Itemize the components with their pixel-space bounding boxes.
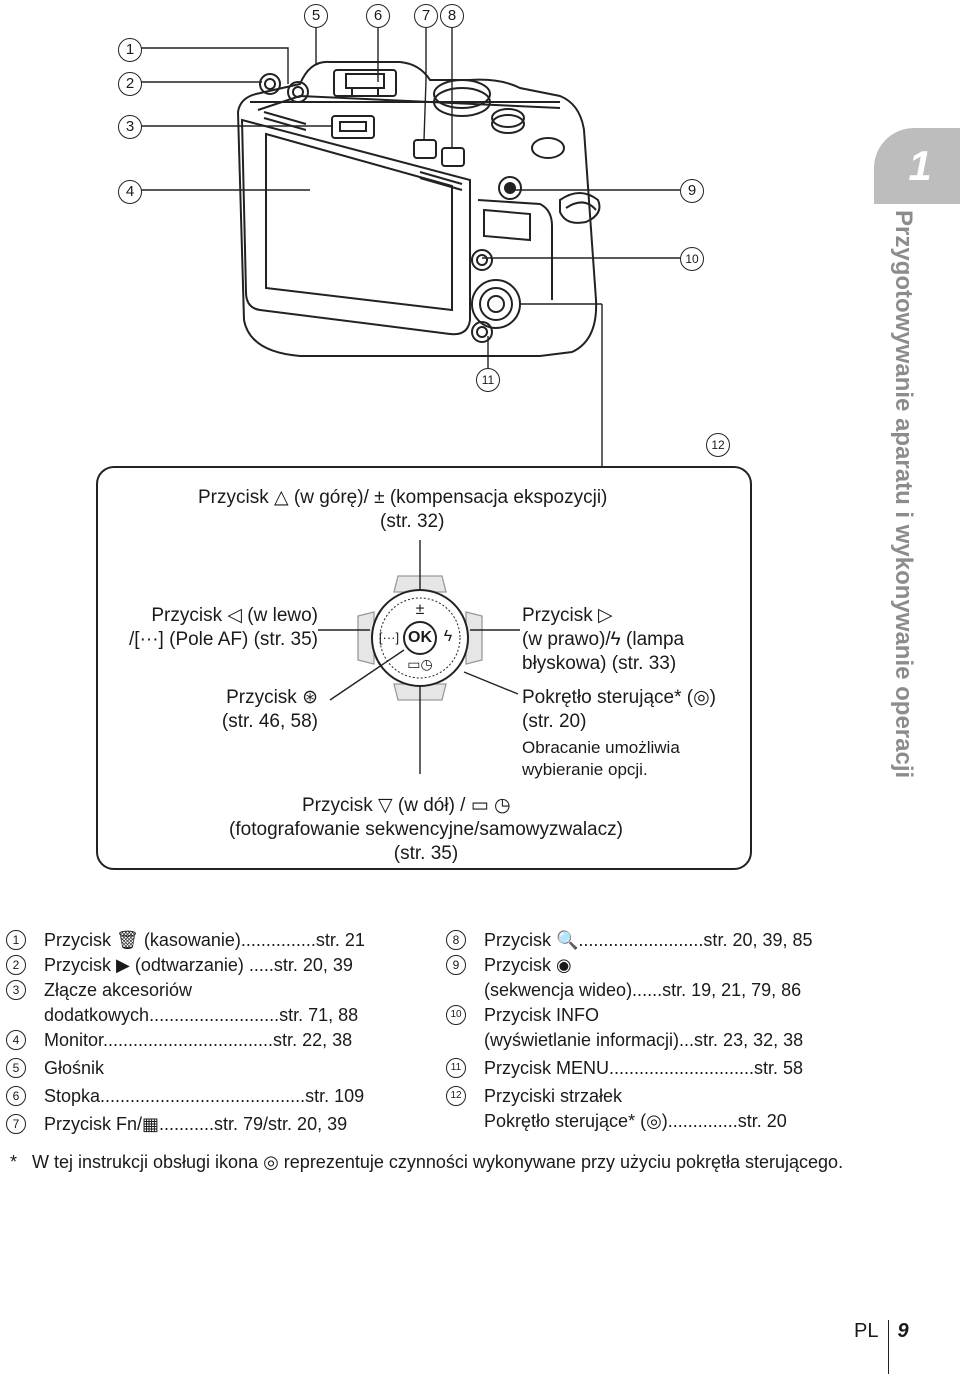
language-code: PL xyxy=(854,1320,890,1374)
legend-num: 4 xyxy=(6,1030,26,1050)
legend-num: 9 xyxy=(446,955,466,975)
left-button-text-2: /[···] (Pole AF) (str. 35) xyxy=(129,629,318,650)
footnote: * W tej instrukcji obsługi ikona ◎ repre… xyxy=(10,1150,890,1175)
legend-item-10: 10 Przycisk INFO xyxy=(446,1003,866,1028)
legend-num: 1 xyxy=(6,930,26,950)
legend-text: Przycisk ◉ xyxy=(484,955,572,975)
legend-item-1: 1 Przycisk 🗑 (kasowanie)...............st… xyxy=(6,928,426,953)
legend-item-10-cont: (wyświetlanie informacji)...str. 23, 32,… xyxy=(484,1030,804,1050)
legend-item-11: 11 Przycisk MENU.........................… xyxy=(446,1056,866,1081)
control-dial-text-1: Pokrętło sterujące* (◎) xyxy=(522,687,716,708)
legend-text: Monitor.................................… xyxy=(44,1030,353,1050)
legend-text: Głośnik xyxy=(44,1058,105,1078)
legend-item-6: 6 Stopka.................................… xyxy=(6,1084,426,1109)
callout-5: 5 xyxy=(304,4,328,28)
control-dial-note-1: Obracanie umożliwia xyxy=(522,738,680,757)
legend-text: Przycisk INFO xyxy=(484,1005,599,1025)
legend-item-4: 4 Monitor................................… xyxy=(6,1028,426,1053)
right-button-text-3: błyskowa) (str. 33) xyxy=(522,653,677,674)
legend-item-3-cont: dodatkowych..........................str… xyxy=(44,1005,359,1025)
callout-3: 3 xyxy=(118,115,142,139)
legend-num: 8 xyxy=(446,930,466,950)
legend-num: 6 xyxy=(6,1086,26,1106)
legend-item-9-cont: (sekwencja wideo)......str. 19, 21, 79, … xyxy=(484,980,802,1000)
ok-button-text-2: (str. 46, 58) xyxy=(221,711,318,732)
callout-9: 9 xyxy=(680,179,704,203)
footnote-text: W tej instrukcji obsługi ikona ◎ repreze… xyxy=(32,1152,844,1172)
legend-num: 2 xyxy=(6,955,26,975)
callout-2: 2 xyxy=(118,72,142,96)
legend-num: 5 xyxy=(6,1058,26,1078)
legend-num: 11 xyxy=(446,1058,466,1078)
legend-text: Przycisk ▶ (odtwarzanie) .....str. 20, 3… xyxy=(44,955,353,975)
left-button-text-1: Przycisk ◁ (w lewo) xyxy=(151,605,318,626)
callout-10: 10 xyxy=(680,247,704,271)
legend-text: Złącze akcesoriów xyxy=(44,980,193,1000)
down-button-text-3: (str. 35) xyxy=(393,843,459,864)
control-dial-note-2: wybieranie opcji. xyxy=(522,760,648,779)
legend-right-column: 8 Przycisk 🔍.........................str.… xyxy=(446,928,866,1134)
legend-text: Przycisk Fn/▦...........str. 79/str. 20,… xyxy=(44,1114,348,1134)
dial-drive-icon: ▭◷ xyxy=(407,656,433,672)
legend-item-8: 8 Przycisk 🔍.........................str.… xyxy=(446,928,866,953)
footnote-star: * xyxy=(10,1152,18,1172)
ok-button-text-1: Przycisk ⊛ xyxy=(226,687,318,708)
legend-item-12-cont: Pokrętło sterujące* (◎)..............str… xyxy=(484,1111,787,1131)
control-dial-detail-box xyxy=(96,466,752,870)
callout-8: 8 xyxy=(440,4,464,28)
dial-af-area-icon: [···] xyxy=(378,630,400,645)
callout-4: 4 xyxy=(118,180,142,204)
chapter-number-tab: 1 xyxy=(874,128,960,204)
callout-11: 11 xyxy=(476,368,500,392)
legend-left-column: 1 Przycisk 🗑 (kasowanie)...............st… xyxy=(6,928,426,1137)
control-dial-text-2: (str. 20) xyxy=(522,711,587,732)
legend-num: 3 xyxy=(6,980,26,1000)
legend-text: Przycisk 🗑 (kasowanie)...............str… xyxy=(44,930,365,950)
page-footer: PL 9 xyxy=(854,1320,909,1374)
down-button-text-1: Przycisk ▽ (w dół) / ▭ ◷ xyxy=(302,795,511,816)
legend-item-5: 5 Głośnik xyxy=(6,1056,426,1081)
legend-item-12: 12 Przyciski strzałek xyxy=(446,1084,866,1109)
down-button-text-2: (fotografowanie sekwencyjne/samowyzwalac… xyxy=(229,819,623,840)
legend-text: Przycisk 🔍.........................str. … xyxy=(484,930,813,950)
legend-text: Przycisk MENU...........................… xyxy=(484,1058,804,1078)
legend-item-9: 9 Przycisk ◉ xyxy=(446,953,866,978)
page-number: 9 xyxy=(897,1320,909,1342)
dial-flash-icon: ϟ xyxy=(443,628,453,645)
legend-num: 10 xyxy=(446,1005,466,1025)
right-button-text-1: Przycisk ▷ xyxy=(522,605,613,626)
dial-exposure-icon: ± xyxy=(415,601,425,618)
up-button-text-1: Przycisk △ (w górę)/ ± (kompensacja eksp… xyxy=(198,487,608,508)
callout-6: 6 xyxy=(366,4,390,28)
right-button-text-2: (w prawo)/ϟ (lampa xyxy=(522,629,685,650)
up-button-text-2: (str. 32) xyxy=(380,511,445,532)
legend-item-2: 2 Przycisk ▶ (odtwarzanie) .....str. 20, … xyxy=(6,953,426,978)
legend-text: Przyciski strzałek xyxy=(484,1086,623,1106)
legend-num: 7 xyxy=(6,1114,26,1134)
callout-1: 1 xyxy=(118,38,142,62)
dial-ok-label: OK xyxy=(408,629,432,646)
callout-12: 12 xyxy=(706,433,730,457)
legend-item-7: 7 Przycisk Fn/▦...........str. 79/str. 20… xyxy=(6,1112,426,1137)
legend-text: Stopka..................................… xyxy=(44,1086,365,1106)
legend-item-3: 3 Złącze akcesoriów xyxy=(6,978,426,1003)
camera-back-illustration xyxy=(140,28,680,774)
legend-num: 12 xyxy=(446,1086,466,1106)
chapter-title-vertical: Przygotowywanie aparatu i wykonywanie op… xyxy=(890,210,917,779)
callout-7: 7 xyxy=(414,4,438,28)
